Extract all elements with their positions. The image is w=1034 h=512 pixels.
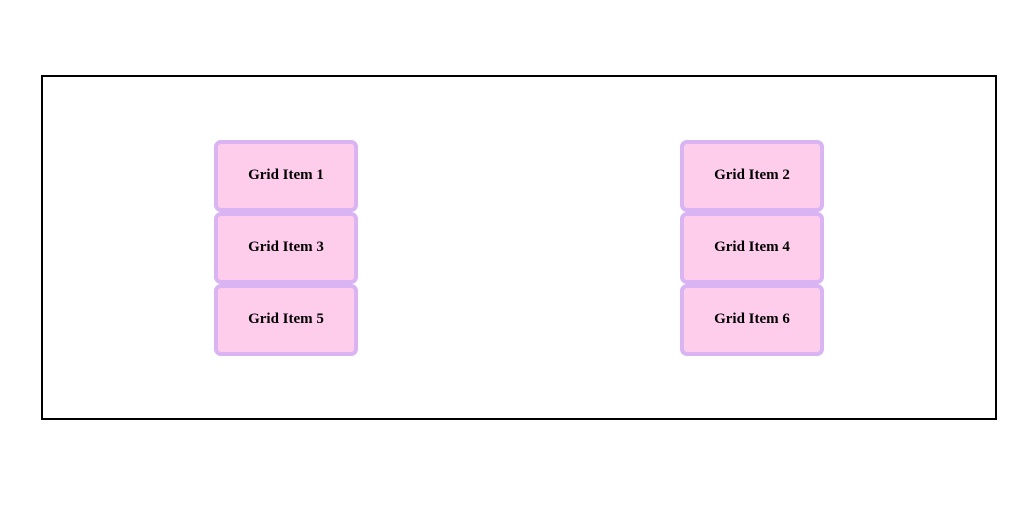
grid-item[interactable]: Grid Item 1 <box>214 139 358 212</box>
grid-item-label: Grid Item 3 <box>248 239 324 255</box>
grid-item-label: Grid Item 6 <box>714 311 790 327</box>
grid-item[interactable]: Grid Item 4 <box>680 211 824 284</box>
grid-item[interactable]: Grid Item 5 <box>214 283 358 356</box>
grid-item[interactable]: Grid Item 6 <box>680 283 824 356</box>
grid-container: Grid Item 1 Grid Item 3 Grid Item 5 Grid… <box>41 75 997 420</box>
grid-item-label: Grid Item 2 <box>714 167 790 183</box>
grid-item[interactable]: Grid Item 3 <box>214 211 358 284</box>
grid-item[interactable]: Grid Item 2 <box>680 139 824 212</box>
grid-column-left: Grid Item 1 Grid Item 3 Grid Item 5 <box>214 139 358 356</box>
grid-column-right: Grid Item 2 Grid Item 4 Grid Item 6 <box>680 139 824 356</box>
grid-item-label: Grid Item 4 <box>714 239 790 255</box>
grid-item-label: Grid Item 1 <box>248 167 324 183</box>
grid-item-label: Grid Item 5 <box>248 311 324 327</box>
